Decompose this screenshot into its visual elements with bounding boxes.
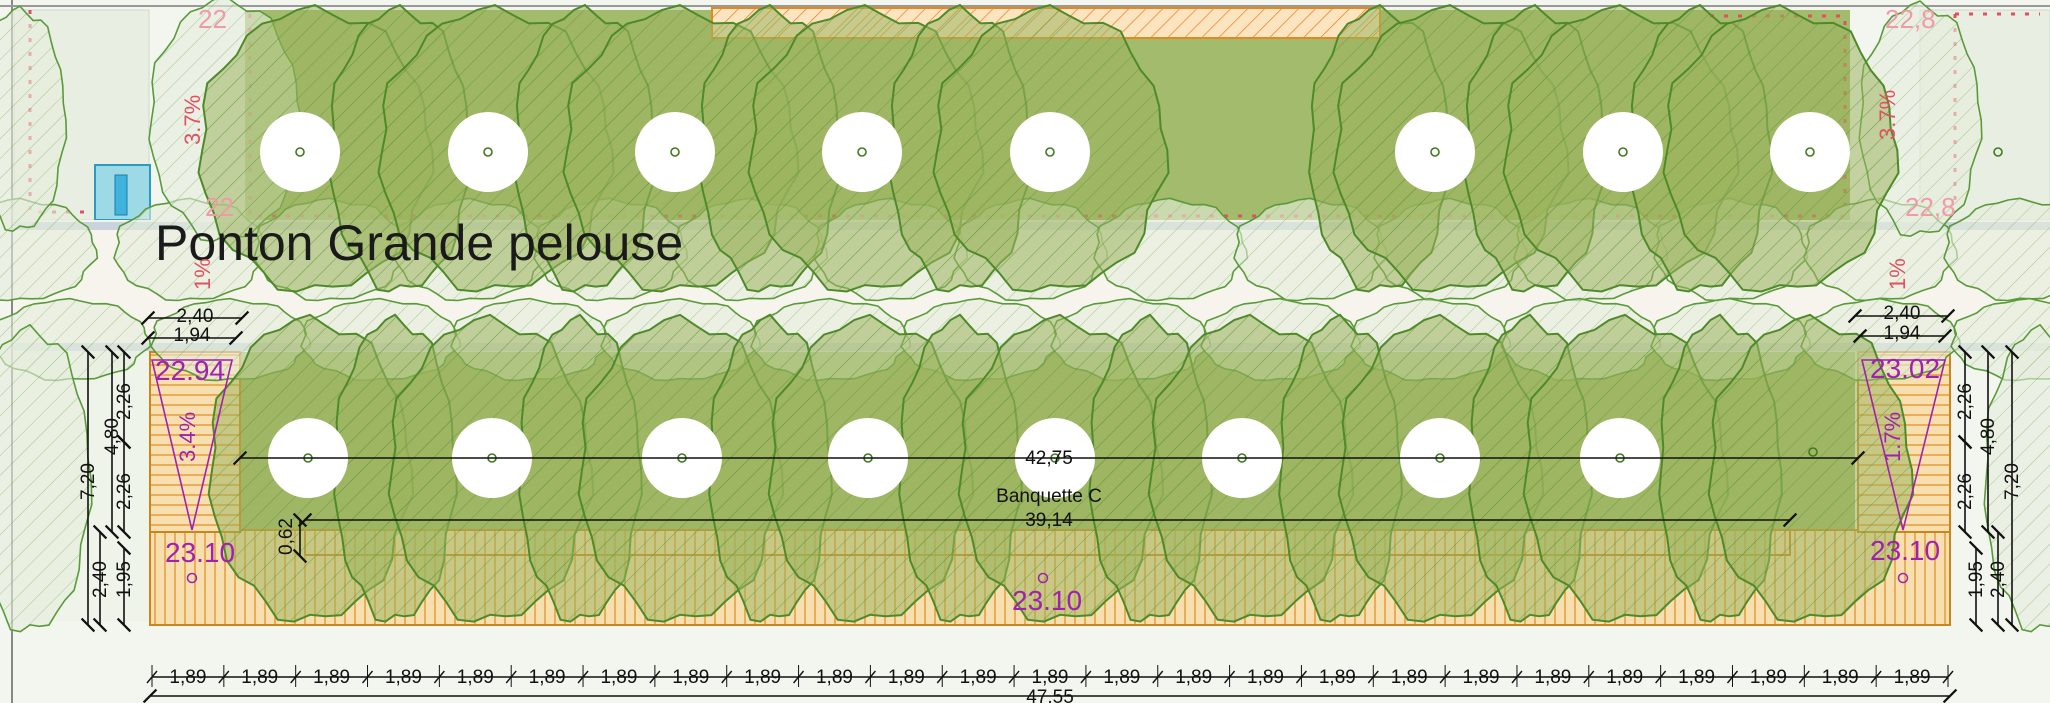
tree-pit: [260, 112, 340, 192]
tree-pit: [448, 112, 528, 192]
tree-trunk: [857, 147, 867, 157]
module-dimension: 1,89: [1032, 667, 1069, 688]
module-dimension: 1,89: [313, 667, 350, 688]
elevation-point: [186, 572, 198, 584]
elevation-label: 23.10: [1012, 585, 1082, 616]
module-dimension: 1,89: [1175, 667, 1212, 688]
edge-marker-left: 1%: [190, 258, 215, 290]
dimension-top-left-a: 2,40: [177, 306, 214, 327]
tree-pit: [1010, 112, 1090, 192]
module-dimension: 1,89: [1319, 667, 1356, 688]
module-dimension: 1,89: [1678, 667, 1715, 688]
elevation-label: 23.02: [1870, 353, 1940, 384]
ghost-label: 22: [205, 192, 234, 222]
tree-canopies: [0, 0, 2050, 633]
water-feature-basin: [114, 174, 128, 216]
ghost-label: 22,8: [1885, 4, 1936, 34]
module-dimension: 1,89: [888, 667, 925, 688]
module-dimension-chain: 1,89 1,89 1,89 1,89 1,89 1,89 1,89 1,89 1,89 1,89…: [146, 665, 1954, 688]
tree-pit: [1395, 112, 1475, 192]
module-dimension: 1,89: [1750, 667, 1787, 688]
dimension-right-strip: 2,40: [1988, 561, 2009, 598]
tree-trunk: [1045, 147, 1055, 157]
module-dimension: 1,89: [816, 667, 853, 688]
tree-trunk: [670, 147, 680, 157]
module-dimension: 1,89: [744, 667, 781, 688]
tree-trunk: [483, 147, 493, 157]
edge-marker-right: 1%: [1885, 258, 1910, 290]
module-dimension: 1,89: [672, 667, 709, 688]
tree-pit: [1583, 112, 1663, 192]
dimension-top-right-b: 1,94: [1884, 323, 1921, 344]
dimension-banquette: 39,14: [1025, 510, 1073, 531]
tree-pit: [635, 112, 715, 192]
dimension-right-overall: 7,20: [2002, 463, 2023, 500]
module-dimension: 1,89: [1606, 667, 1643, 688]
module-dimension: 1,89: [385, 667, 422, 688]
module-dimension: 1,89: [1894, 667, 1931, 688]
dimension-right-bed: 4,80: [1978, 418, 1999, 455]
elevation-point: [1037, 572, 1049, 584]
tree-canopy-hatch: [1944, 198, 2050, 301]
tree-trunk: [1805, 147, 1815, 157]
tree-trunk: [1993, 147, 2003, 157]
tree-pit: [822, 112, 902, 192]
dimension-left-strip: 2,40: [90, 561, 111, 598]
dimension-right-upper: 2,26: [1955, 383, 1976, 420]
tree-pit: [1770, 112, 1850, 192]
tree-trunk: [295, 147, 305, 157]
dimension-left-strip-inner: 1,95: [114, 561, 135, 598]
dimension-left-bed: 4,80: [102, 418, 123, 455]
module-dimension: 1,89: [457, 667, 494, 688]
dimension-left-upper: 2,26: [114, 383, 135, 420]
dimension-left-overall: 7,20: [78, 463, 99, 500]
module-dimension: 1,89: [960, 667, 997, 688]
slope-label-top-right: 3.7%: [1875, 90, 1900, 140]
dimension-top-right-a: 2,40: [1884, 303, 1921, 324]
tree-canopy-hatch: [0, 324, 92, 632]
plan-title: Ponton Grande pelouse: [155, 215, 683, 271]
module-dimension: 1,89: [1103, 667, 1140, 688]
dimension-top-left-b: 1,94: [174, 325, 211, 346]
ghost-label: 22,8: [1905, 192, 1956, 222]
banquette-label: Banquette C: [996, 486, 1102, 507]
dimension-right-strip-inner: 1,95: [1966, 561, 1987, 598]
module-dimension: 1,89: [600, 667, 637, 688]
module-dimension: 1,89: [1534, 667, 1571, 688]
module-dimension: 1,89: [1463, 667, 1500, 688]
module-dimension: 1,89: [241, 667, 278, 688]
ghost-label: 22: [198, 4, 227, 34]
elevation-label: 23.10: [1870, 535, 1940, 566]
module-dimension: 1,89: [529, 667, 566, 688]
elevation-label: 22.94: [155, 355, 225, 386]
tree-trunk: [1618, 147, 1628, 157]
dimension-left-lower: 2,26: [114, 473, 135, 510]
dimension-step: 0,62: [276, 518, 297, 555]
dimension-right-lower: 2,26: [1955, 473, 1976, 510]
elevation-point: [1897, 572, 1909, 584]
tree-canopy-hatch: [0, 6, 67, 232]
dimension-total: 47,55: [1026, 687, 1074, 703]
module-dimension: 1,89: [169, 667, 206, 688]
dimension-main: 42,75: [1025, 448, 1073, 469]
slope-triangle-right: [1860, 359, 1947, 531]
slope-label-bottom-right: 1.7%: [1880, 412, 1905, 462]
slope-triangle-left: [150, 359, 234, 531]
module-dimension: 1,89: [1247, 667, 1284, 688]
elevation-label: 23.10: [165, 537, 235, 568]
slope-label-top-left: 3.7%: [180, 95, 205, 145]
slope-label-bottom-left: 3.4%: [175, 412, 200, 462]
tree-canopy-hatch: [1708, 314, 1914, 622]
module-dimension: 1,89: [1822, 667, 1859, 688]
module-dimension: 1,89: [1391, 667, 1428, 688]
tree-trunk: [1430, 147, 1440, 157]
